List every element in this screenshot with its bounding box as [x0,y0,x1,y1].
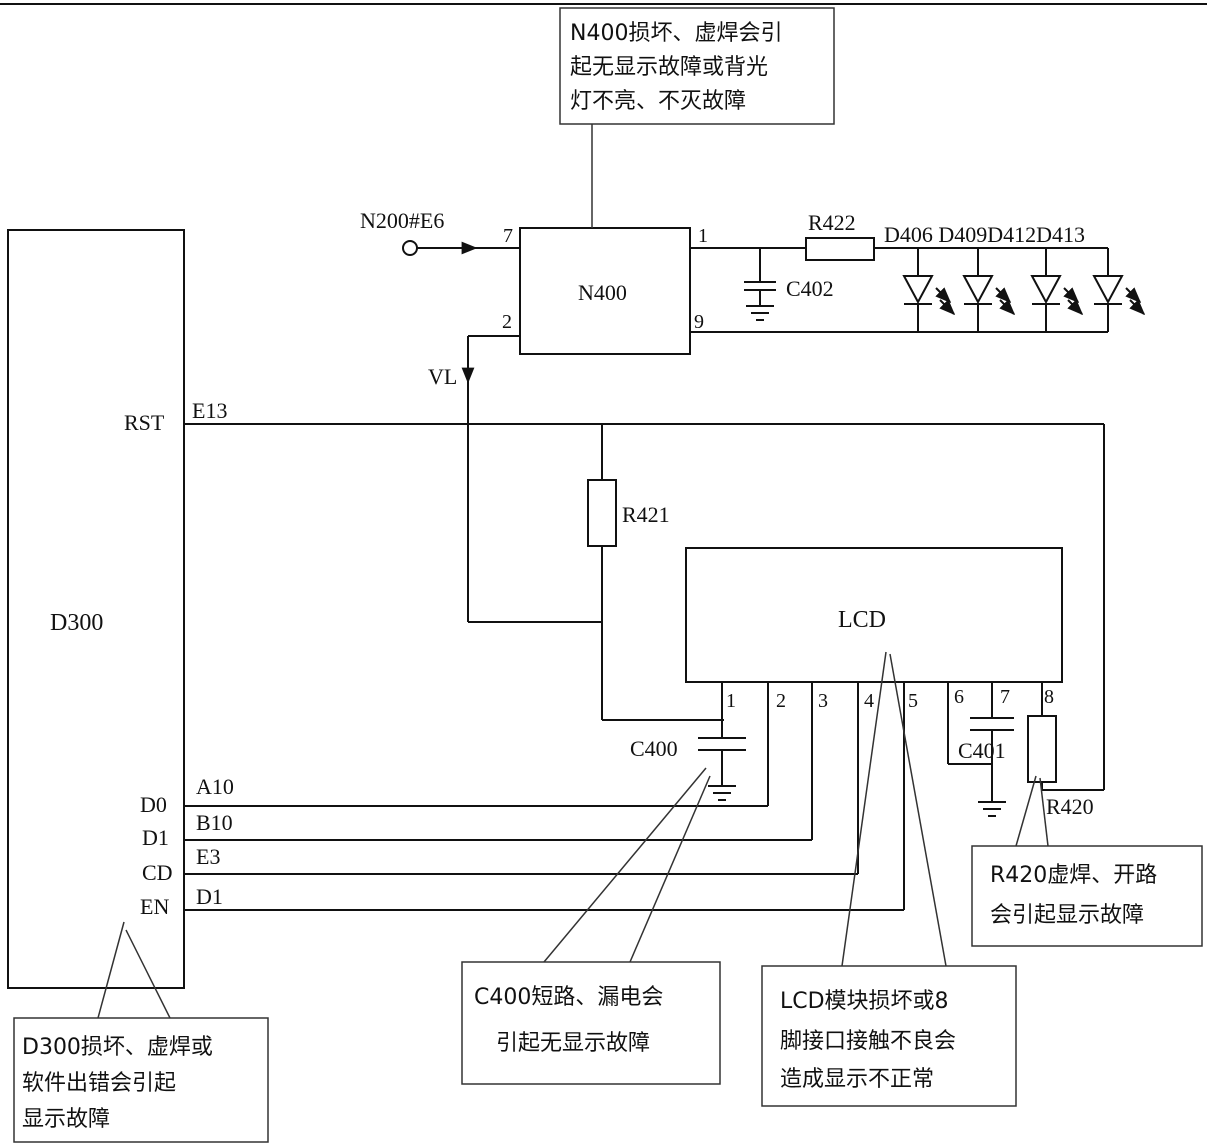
port-b10: B10 [196,810,233,835]
lcd-module [685,547,1063,683]
n400-note-line-1: N400损坏、虚焊会引 [570,21,782,46]
c400-note-pointer-2 [629,775,711,963]
lcd-label: LCD [838,607,886,633]
lcd-note-pointer-2 [889,653,947,967]
input-terminal [402,240,418,256]
d300-pin-d1: D1 [142,825,169,850]
led-d412 [1030,248,1084,332]
c400-note-pointer-1 [543,767,707,963]
lcd-note-line-2: 脚接口接触不良会 [780,1029,956,1054]
n400-note-line-3: 灯不亮、不灭故障 [570,89,746,114]
c401-label: C401 [958,738,1006,763]
d300-note-pointer-2 [125,929,171,1019]
led-d406 [902,248,956,332]
n400-label: N400 [578,280,627,305]
n400-pin-9: 9 [694,311,704,333]
c400-label: C400 [630,736,678,761]
r421-label: R421 [622,502,670,527]
d300-note-pointer-1 [97,921,125,1019]
d300-label: D300 [50,610,103,636]
n400-note-box [559,7,835,125]
c400-note-box [461,961,721,1085]
port-e3: E3 [196,844,220,869]
n400-block [519,227,691,355]
lcd-note-pointer-1 [841,651,887,967]
lcd-pin-5: 5 [908,690,918,712]
lcd-note-line-1: LCD模块损坏或8 [780,989,949,1014]
r420-resistor [1027,715,1057,783]
lcd-pin-3: 3 [818,690,828,712]
r420-note-line-1: R420虚焊、开路 [990,863,1157,888]
r420-note-box [971,845,1203,947]
n400-pin-2: 2 [502,311,512,333]
c402-label: C402 [786,276,834,301]
n400-pin-7: 7 [503,225,513,247]
d300-note-line-2: 软件出错会引起 [22,1071,176,1096]
led-d409 [962,248,1016,332]
d300-pin-en: EN [140,894,169,919]
lcd-pin-4: 4 [864,690,874,712]
r422-label: R422 [808,210,856,235]
d300-pin-rst: RST [124,410,165,435]
r422-resistor [805,237,875,261]
lcd-pin-1: 1 [726,690,736,712]
r420-note-line-2: 会引起显示故障 [990,903,1144,928]
leds-label: D406 D409D412D413 [884,222,1085,247]
r421-resistor [587,479,617,547]
d300-note-box [13,1017,269,1143]
lcd-pin-8: 8 [1044,686,1054,708]
n400-note-line-2: 起无显示故障或背光 [570,55,768,80]
n400-pin-1: 1 [698,225,708,247]
r420-label: R420 [1046,794,1094,819]
d300-pin-cd: CD [142,860,173,885]
port-d1: D1 [196,884,223,909]
d300-block [7,229,185,989]
lcd-pin-6: 6 [954,686,964,708]
d300-note-line-3: 显示故障 [22,1107,110,1132]
vl-label: VL [428,364,457,389]
c400-note-line-2: 引起无显示故障 [496,1031,650,1056]
d300-pin-d0: D0 [140,792,167,817]
input-label: N200#E6 [360,208,444,233]
led-d413 [1092,248,1146,332]
lcd-note-line-3: 造成显示不正常 [780,1067,934,1092]
c400-note-line-1: C400短路、漏电会 [474,985,663,1010]
r420-note-pointer-2 [1039,777,1049,847]
port-e13: E13 [192,398,227,423]
lcd-pin-7: 7 [1000,686,1010,708]
lcd-pin-2: 2 [776,690,786,712]
port-a10: A10 [196,774,234,799]
r420-note-pointer-1 [1015,775,1037,847]
d300-note-line-1: D300损坏、虚焊或 [22,1035,213,1060]
lcd-note-box [761,965,1017,1107]
